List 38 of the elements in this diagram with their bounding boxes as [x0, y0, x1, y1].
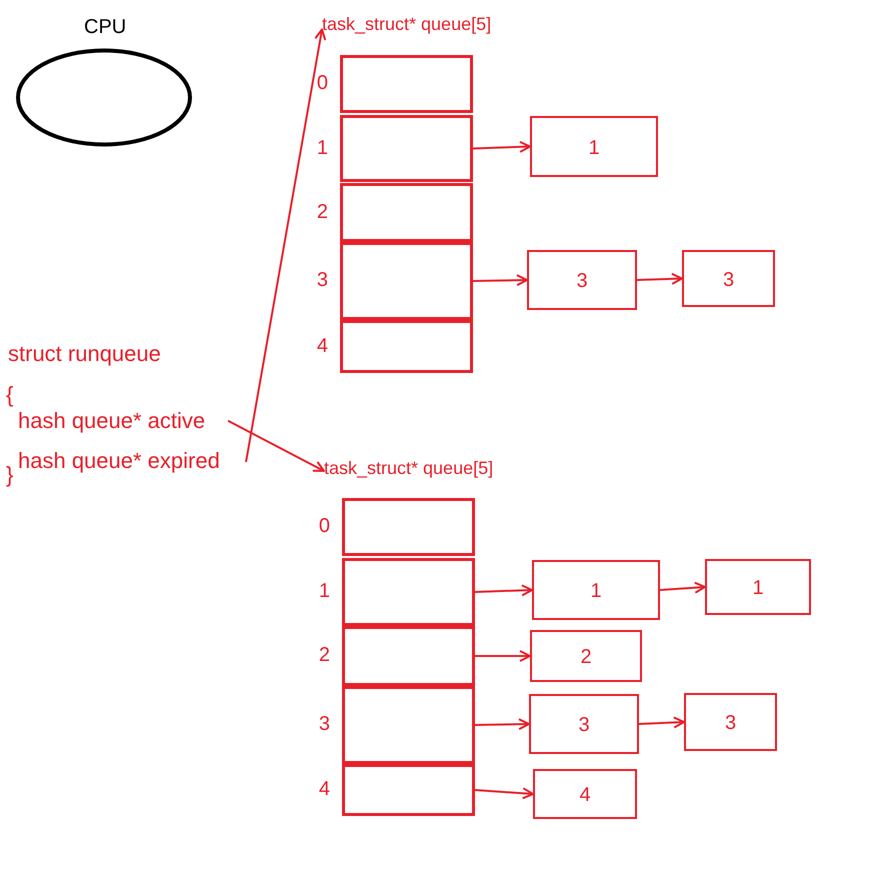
code-text: struct runqueue: [8, 342, 161, 366]
task-number: 3: [577, 714, 591, 736]
field-label: hash queue* active: [18, 409, 228, 435]
arrow: [660, 582, 706, 594]
field-label: task_struct* queue[5]: [322, 15, 522, 39]
task-number: 2: [579, 646, 593, 668]
task-number: 1: [751, 577, 765, 600]
arrow: [638, 716, 685, 728]
code-text: {: [6, 383, 14, 408]
index-number: 1: [316, 136, 328, 158]
field-label: hash queue* expired: [18, 449, 246, 475]
index-number: 2: [318, 644, 330, 666]
task-number: 3: [724, 712, 738, 734]
index-number: 4: [316, 334, 328, 356]
index-number: 3: [316, 268, 328, 291]
arrow: [472, 140, 531, 153]
arrow: [245, 28, 326, 462]
index-number: 0: [316, 72, 328, 94]
task-number: 1: [589, 580, 603, 602]
code-text: }: [6, 463, 14, 488]
arrow: [474, 718, 530, 730]
task-number: 3: [575, 270, 589, 292]
index-number: 1: [318, 580, 330, 602]
index-number: 3: [318, 712, 330, 735]
index-number: 0: [318, 514, 330, 537]
arrow: [474, 584, 533, 596]
index-number: 2: [316, 200, 328, 222]
arrow: [636, 272, 683, 285]
cpu-label: CPU: [84, 16, 126, 38]
arrow: [475, 650, 531, 662]
task-number: 3: [722, 268, 736, 291]
task-number: 1: [587, 136, 601, 159]
arrow: [474, 787, 534, 800]
index-number: 4: [318, 778, 330, 800]
task-number: 4: [578, 784, 592, 806]
arrow: [472, 274, 528, 286]
arrow: [228, 420, 325, 472]
field-label: task_struct* queue[5]: [324, 459, 524, 483]
